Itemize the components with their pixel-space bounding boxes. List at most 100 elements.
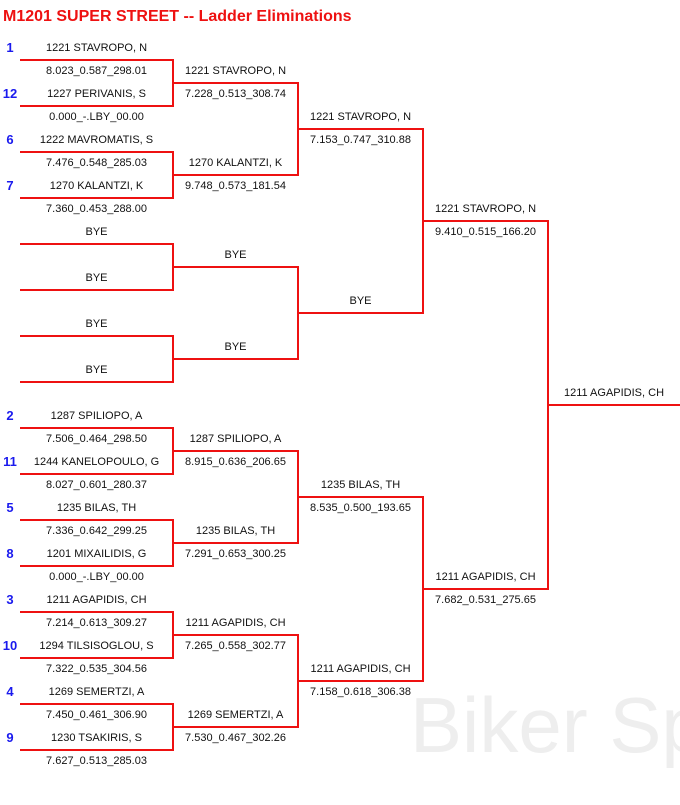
competitor-name[interactable]: 1244 KANELOPOULO, G [33, 456, 160, 468]
run-time: 7.530_0.467_302.26 [185, 732, 286, 744]
bracket-line [20, 427, 173, 429]
competitor-name[interactable]: 1269 SEMERTZI, A [187, 709, 284, 721]
bracket-line [20, 105, 173, 107]
bracket-line [20, 151, 173, 153]
run-time: 8.027_0.601_280.37 [46, 479, 147, 491]
competitor-name[interactable]: 1287 SPILIOPO, A [189, 433, 282, 445]
competitor-name[interactable]: 1230 TSAKIRIS, S [51, 732, 142, 744]
seed-number: 11 [3, 454, 17, 469]
bracket-line [20, 59, 173, 61]
competitor-name[interactable]: 1221 STAVROPO, N [434, 203, 537, 215]
watermark: Biker Sp [410, 681, 680, 769]
competitor-name[interactable]: 1222 MAVROMATIS, S [39, 134, 154, 146]
bracket-connector [297, 266, 299, 360]
competitor-name[interactable]: 1211 AGAPIDIS, CH [563, 387, 665, 399]
competitor-name[interactable]: BYE [224, 341, 247, 353]
bracket-connector [172, 427, 174, 475]
competitor-name[interactable]: 1201 MIXAILIDIS, G [46, 548, 147, 560]
bracket-line [173, 82, 298, 84]
bracket-line [20, 749, 173, 751]
competitor-name[interactable]: 1221 STAVROPO, N [184, 65, 287, 77]
bracket-connector [172, 611, 174, 659]
bracket-line [20, 657, 173, 659]
run-time: 8.023_0.587_298.01 [46, 65, 147, 77]
seed-number: 9 [6, 730, 14, 745]
page-title: M1201 SUPER STREET -- Ladder Elimination… [3, 8, 352, 25]
seed-number: 7 [6, 178, 14, 193]
bracket-line [173, 174, 298, 176]
competitor-name[interactable]: 1235 BILAS, TH [195, 525, 276, 537]
bracket-line [298, 496, 423, 498]
run-time: 9.748_0.573_181.54 [185, 180, 286, 192]
bracket-connector [297, 634, 299, 728]
bracket-line [20, 703, 173, 705]
bracket-line [173, 358, 298, 360]
bracket-line [173, 634, 298, 636]
seed-number: 5 [6, 500, 14, 515]
bracket-connector [172, 151, 174, 199]
run-time: 8.535_0.500_193.65 [310, 502, 411, 514]
run-time: 7.476_0.548_285.03 [46, 157, 147, 169]
bracket-line [20, 243, 173, 245]
competitor-name[interactable]: 1211 AGAPIDIS, CH [310, 663, 411, 675]
seed-number: 3 [6, 592, 14, 607]
run-time: 7.627_0.513_285.03 [46, 755, 147, 767]
bracket-connector [172, 335, 174, 383]
bracket-connector [172, 59, 174, 107]
competitor-name[interactable]: 1211 AGAPIDIS, CH [185, 617, 286, 629]
bracket-line [20, 335, 173, 337]
bracket-connector [297, 82, 299, 176]
bracket-line [173, 542, 298, 544]
competitor-name[interactable]: 1211 AGAPIDIS, CH [435, 571, 536, 583]
run-time: 0.000_-.LBY_00.00 [49, 111, 144, 123]
seed-number: 4 [6, 684, 14, 699]
bracket-line [423, 588, 548, 590]
competitor-name[interactable]: 1235 BILAS, TH [56, 502, 137, 514]
run-time: 7.506_0.464_298.50 [46, 433, 147, 445]
competitor-name[interactable]: 1211 AGAPIDIS, CH [46, 594, 147, 606]
run-time: 7.153_0.747_310.88 [310, 134, 411, 146]
competitor-name[interactable]: 1227 PERIVANIS, S [47, 88, 146, 100]
bracket-line [298, 312, 423, 314]
competitor-name[interactable]: BYE [224, 249, 247, 261]
bracket-line [173, 726, 298, 728]
run-time: 0.000_-.LBY_00.00 [49, 571, 144, 583]
seed-number: 8 [6, 546, 14, 561]
bracket-line [298, 128, 423, 130]
competitor-name[interactable]: BYE [349, 295, 372, 307]
seed-number: 6 [6, 132, 14, 147]
run-time: 7.291_0.653_300.25 [185, 548, 286, 560]
competitor-name[interactable]: 1294 TILSISOGLOU, S [39, 640, 154, 652]
competitor-name[interactable]: 1221 STAVROPO, N [45, 42, 148, 54]
bracket-line [20, 473, 173, 475]
seed-number: 1 [6, 40, 14, 55]
run-time: 7.265_0.558_302.77 [185, 640, 286, 652]
competitor-name[interactable]: 1287 SPILIOPO, A [50, 410, 143, 422]
bracket-line [173, 450, 298, 452]
competitor-name[interactable]: 1270 KALANTZI, K [188, 157, 283, 169]
bracket-line [298, 680, 423, 682]
bracket-connector [422, 128, 424, 314]
bracket-line [20, 611, 173, 613]
run-time: 7.228_0.513_308.74 [185, 88, 286, 100]
bracket-connector [172, 703, 174, 751]
competitor-name[interactable]: 1235 BILAS, TH [320, 479, 401, 491]
competitor-name[interactable]: 1269 SEMERTZI, A [48, 686, 145, 698]
competitor-name[interactable]: 1270 KALANTZI, K [49, 180, 144, 192]
run-time: 7.322_0.535_304.56 [46, 663, 147, 675]
competitor-name[interactable]: BYE [85, 318, 108, 330]
bracket-line [20, 565, 173, 567]
seed-number: 10 [2, 638, 18, 653]
competitor-name[interactable]: BYE [85, 272, 108, 284]
seed-number: 2 [6, 408, 14, 423]
competitor-name[interactable]: BYE [85, 364, 108, 376]
bracket-line [20, 519, 173, 521]
bracket-line [423, 220, 548, 222]
bracket-connector [422, 496, 424, 682]
competitor-name[interactable]: 1221 STAVROPO, N [309, 111, 412, 123]
run-time: 7.158_0.618_306.38 [310, 686, 411, 698]
competitor-name[interactable]: BYE [85, 226, 108, 238]
run-time: 8.915_0.636_206.65 [185, 456, 286, 468]
run-time: 7.682_0.531_275.65 [435, 594, 536, 606]
bracket-connector [547, 220, 549, 590]
